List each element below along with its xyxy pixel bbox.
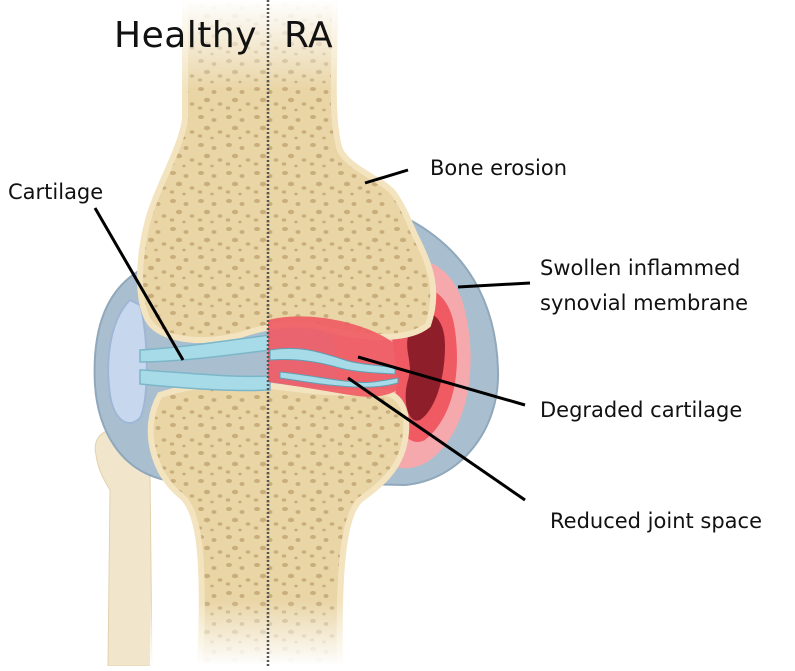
ra-heading: RA [284, 14, 333, 57]
reduced-joint-space-label: Reduced joint space [550, 509, 762, 534]
degraded-cartilage-label: Degraded cartilage [540, 398, 742, 423]
bone-erosion-label: Bone erosion [430, 156, 567, 181]
healthy-heading: Healthy [114, 14, 257, 57]
swollen-membrane-label-line2: synovial membrane [540, 291, 748, 316]
cartilage-label: Cartilage [8, 180, 103, 205]
swollen-membrane-label-line1: Swollen inflammed [540, 256, 740, 281]
